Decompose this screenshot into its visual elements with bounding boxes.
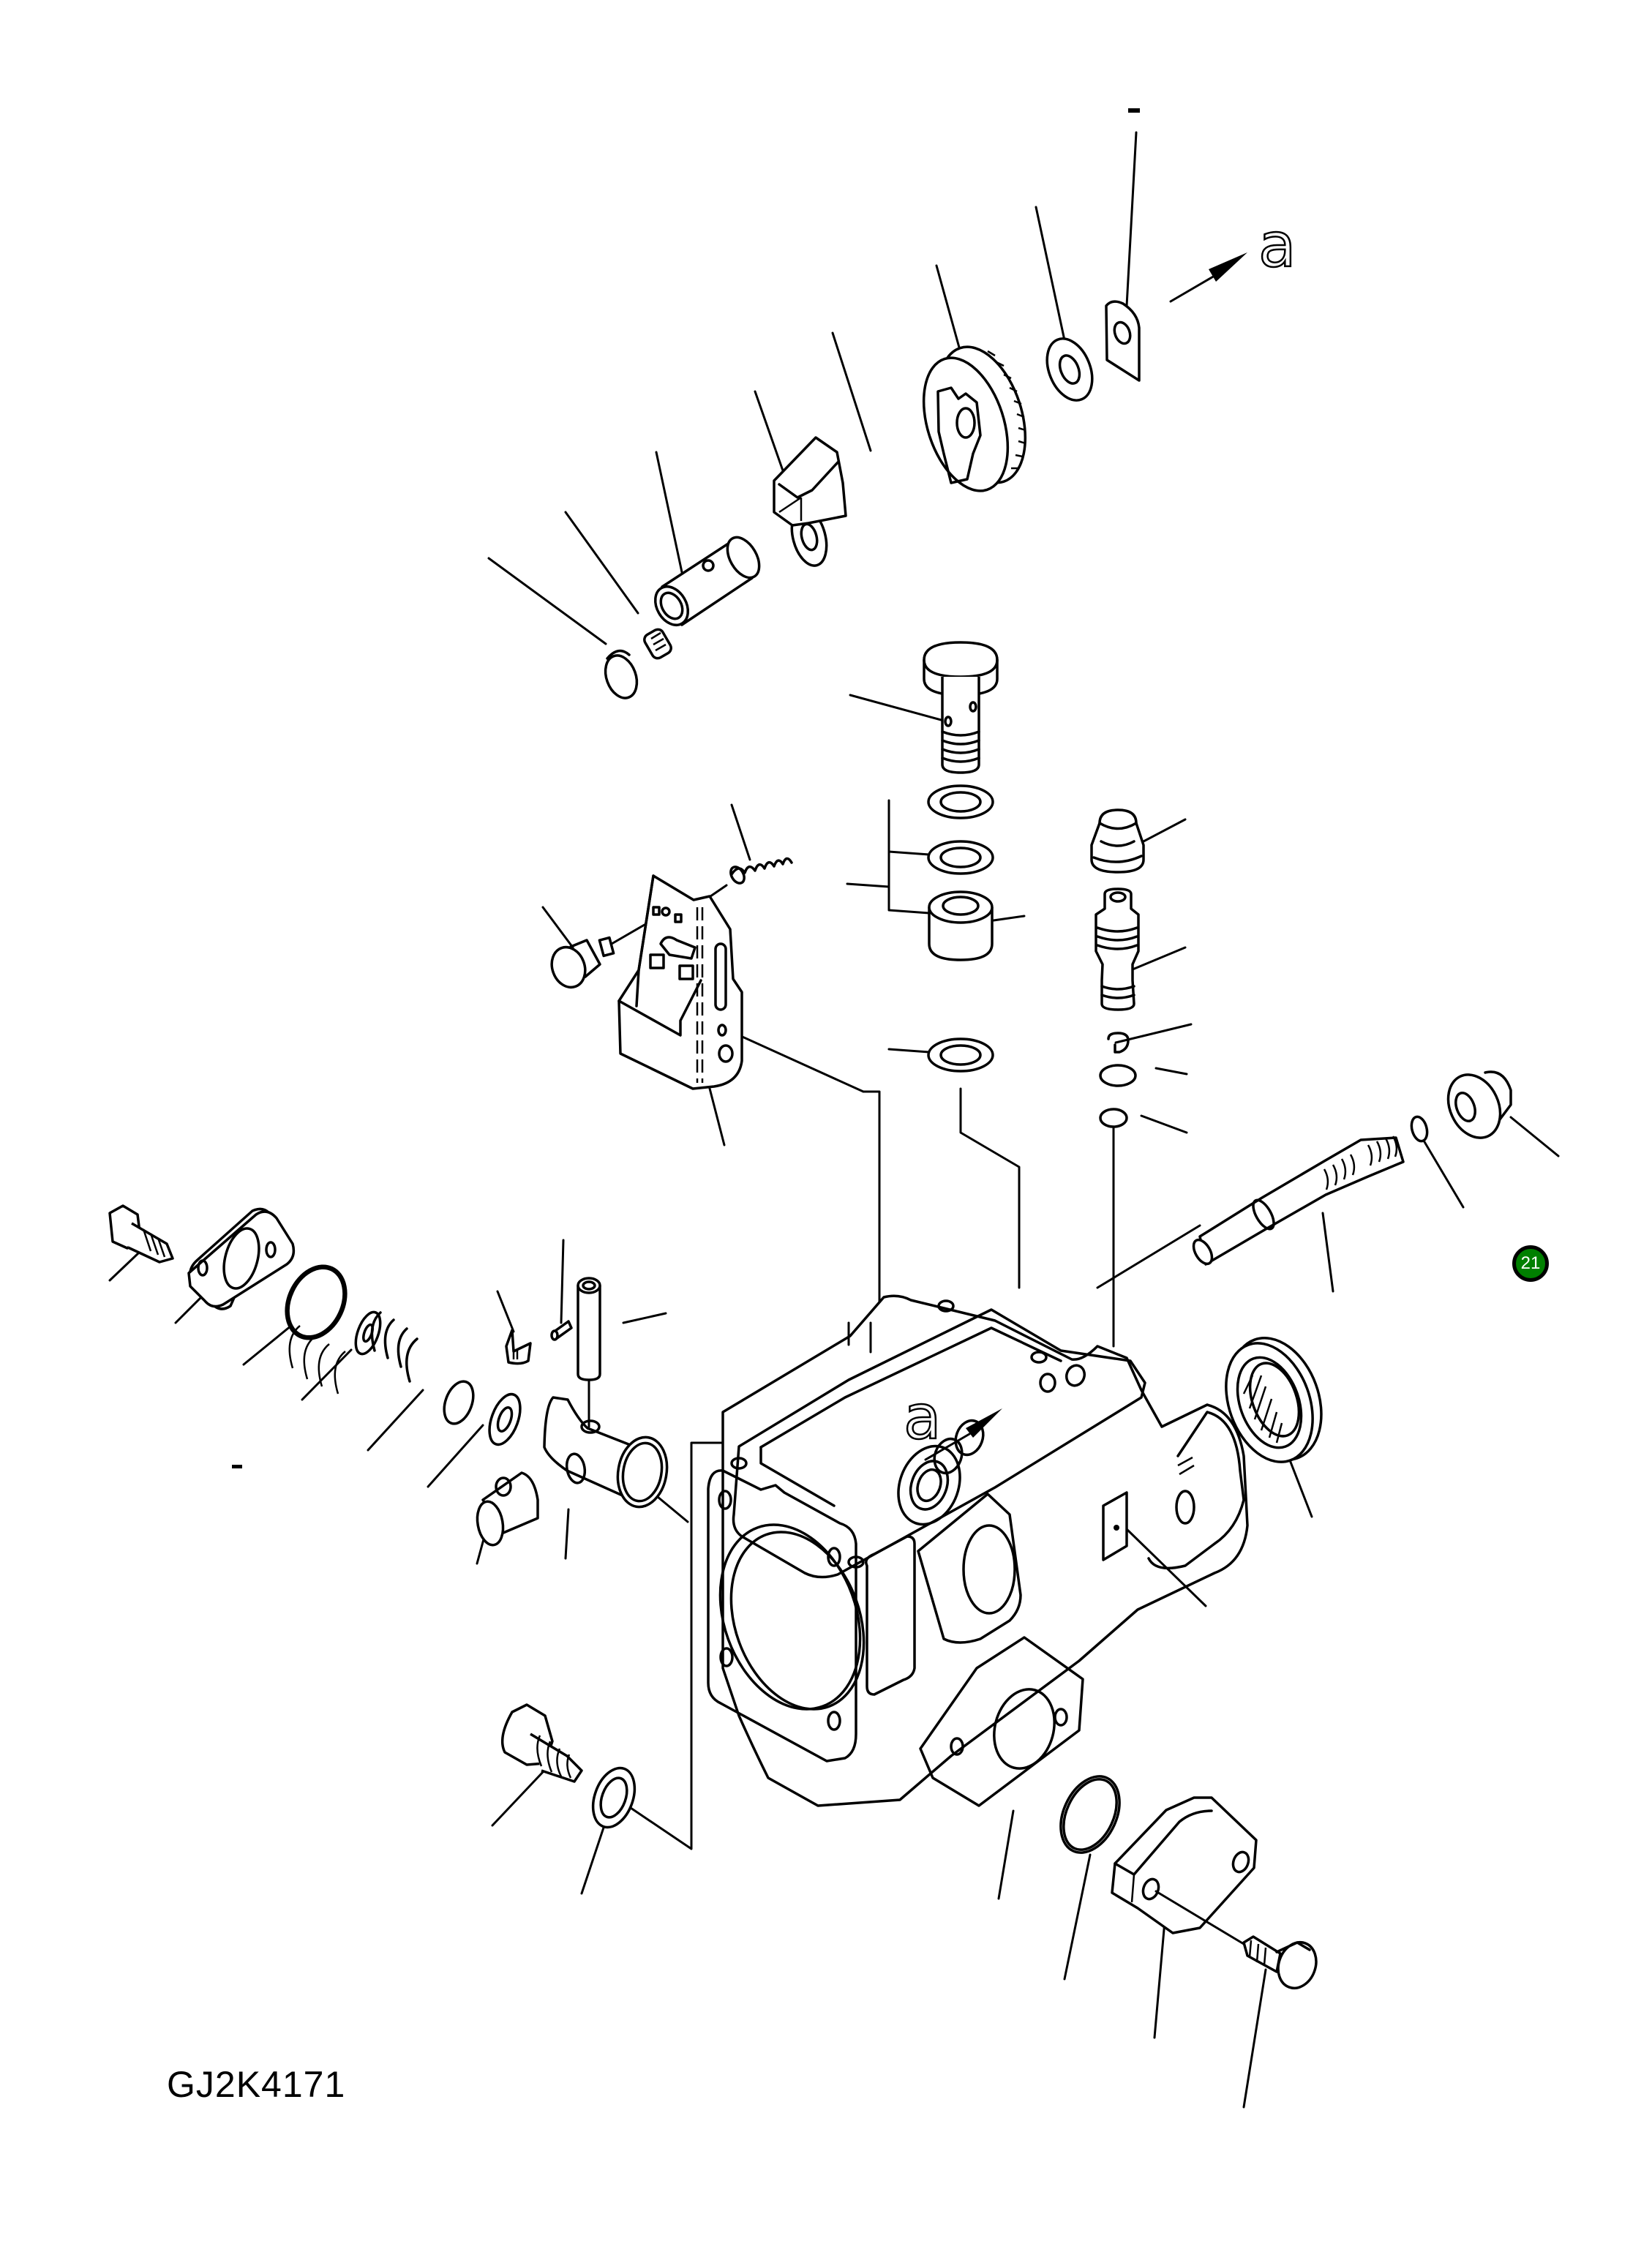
part-callout-badge[interactable]: 21 [1512,1245,1549,1282]
toothed-cam-ring-part [922,345,1027,492]
snap-ring-part [1107,1032,1130,1054]
spring-clip-block-part [773,436,847,527]
reference-label-a: a [1258,209,1296,281]
washer-part [591,1766,637,1829]
hex-bolt-part [1242,1935,1318,1990]
cross-sleeve-part [543,1396,669,1509]
callout-number: 21 [1520,1253,1541,1273]
pump-housing-assembly: a [707,1294,1249,1900]
hollow-pin-part [577,1277,601,1428]
shaft-threads [1323,1136,1398,1190]
clip-part [505,1329,532,1365]
banjo-bolt-part [923,641,999,774]
small-o-ring-part [1410,1115,1429,1143]
reference-arrow-a-housing: a [903,1381,1002,1461]
valve-stack-assembly [1090,808,1193,1348]
name-plate-rivet [1114,1525,1119,1531]
banjo-stack-assembly [846,641,1026,1289]
plug-bolt-assembly [491,1441,728,1895]
lever-bracket-part [617,874,743,1090]
plug-bolt-part [500,1703,583,1783]
dowel-pin-part [550,1320,573,1341]
dash-label-top [1128,108,1140,113]
cover-block-part [1111,1796,1258,1945]
valve-body-part [1095,887,1140,1011]
dust-cap-part [1090,808,1145,874]
oil-seal-part [1225,1337,1323,1463]
gasket-ring-part [927,784,994,819]
washer-part [1045,337,1094,402]
left-governor-assembly [108,1204,689,1565]
drawing-id-label: GJ2K4171 [167,2064,346,2105]
o-ring-part [285,1264,348,1340]
adjusting-shaft-part [1192,1136,1405,1266]
spacer-collar-part [928,890,994,961]
oil-seal-assembly [1225,1337,1323,1518]
gasket-ring-part [927,840,994,875]
top-shaft-assembly [487,131,1141,699]
pump-housing-part [707,1294,1249,1807]
sleeve-shaft-part [653,536,761,626]
o-ring-part [1099,1064,1137,1087]
set-screw-part [643,628,672,660]
adjusting-shaft-assembly [1096,1070,1560,1293]
gasket-ring-part [927,1037,994,1073]
gear-teeth [987,350,1026,470]
tab-plate-part [1105,300,1141,382]
cap-part [604,649,639,699]
washer-part [488,1392,522,1446]
washer-part [354,1310,382,1356]
o-ring-part [1099,1108,1128,1128]
o-ring-part [1059,1775,1121,1854]
tension-spring-part [697,857,793,906]
hex-bolt-part [108,1204,174,1264]
flange-nut-part [1446,1070,1512,1139]
cover-block-assembly [1059,1775,1318,2109]
dash-label-left [232,1465,242,1468]
reference-arrow-a-top: a [1169,209,1297,303]
bushing-part [476,1471,539,1547]
reference-label-a: a [904,1381,941,1453]
compression-spring-part [288,1311,475,1425]
cover-flange-part [187,1207,296,1310]
